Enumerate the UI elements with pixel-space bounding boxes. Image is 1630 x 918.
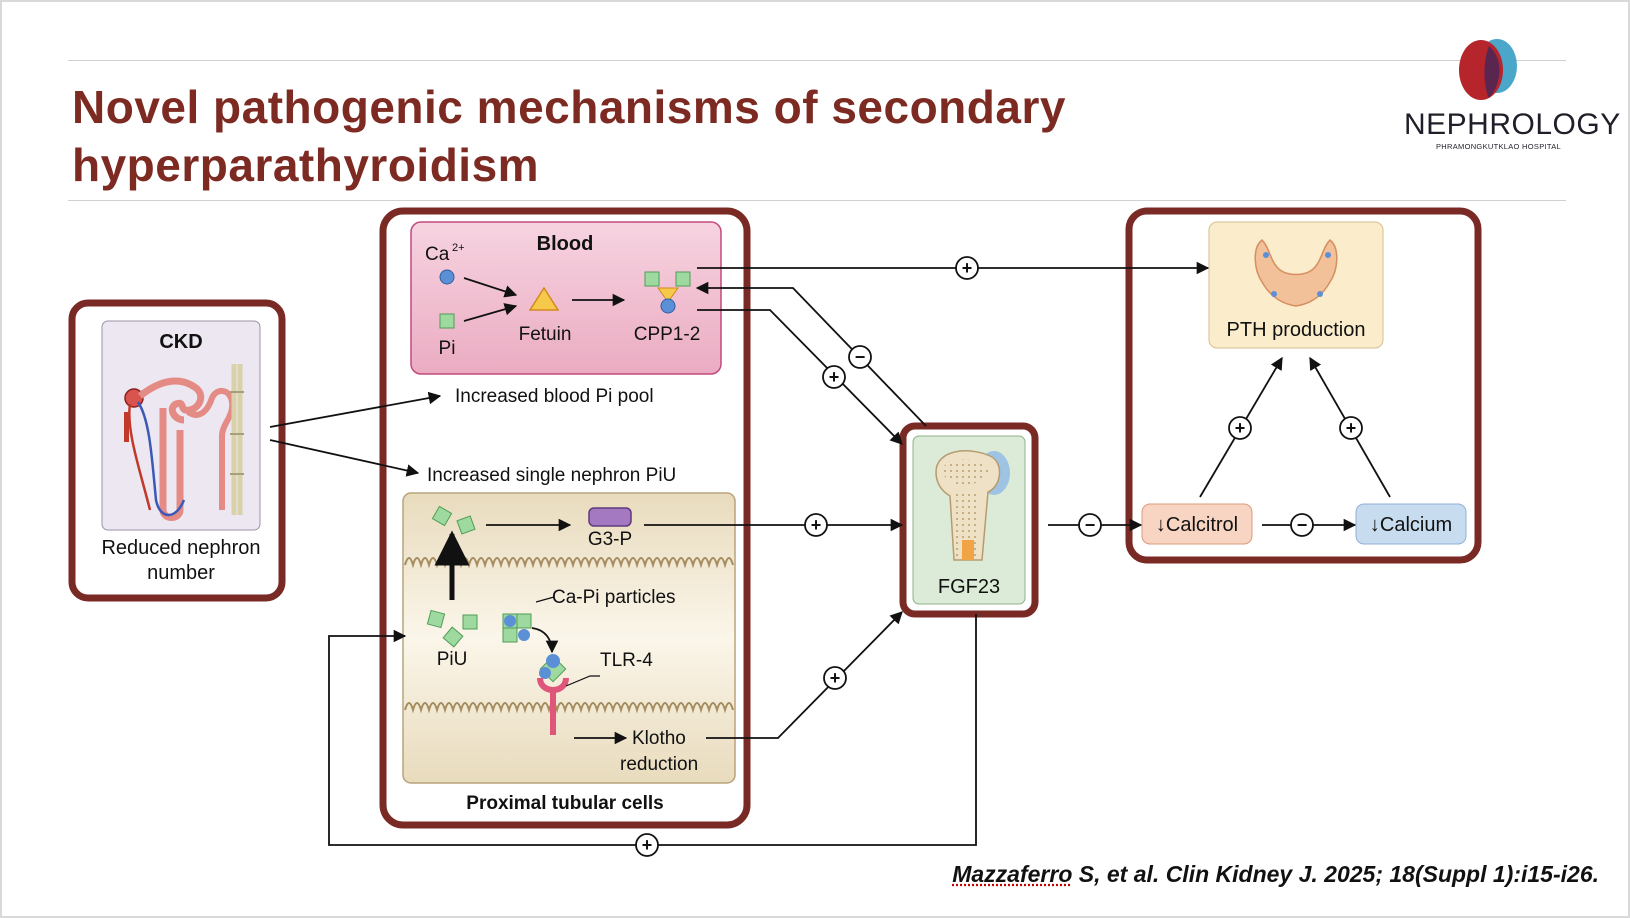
tlr4-leader (565, 675, 600, 687)
ca-pi-particle-icon (502, 613, 532, 643)
minus-sign-fgf23-cpp: − (848, 345, 872, 369)
tubule-footer: Proximal tubular cells (466, 793, 663, 814)
blood-panel (410, 221, 722, 375)
plus-sign-cpp-pth: + (955, 256, 979, 280)
ca-label: Ca (425, 244, 450, 265)
arrow-pi-to-fetuin (463, 303, 518, 322)
piu-cluster-icon (426, 609, 478, 648)
ca-charge: 2+ (452, 242, 465, 254)
svg-text:−: − (1085, 515, 1096, 535)
lower-brush-border (404, 702, 734, 714)
parathyroid-gland-icon (1254, 238, 1338, 307)
plus-sign-klotho-fgf23: + (823, 666, 847, 690)
plus-sign-calcium-pth: + (1339, 416, 1363, 440)
svg-text:−: − (855, 347, 866, 367)
citation-rest: S, et al. Clin Kidney J. 2025; 18(Suppl … (1072, 861, 1599, 887)
svg-text:+: + (1235, 418, 1246, 438)
citation-author: Mazzaferro (952, 861, 1073, 887)
arrow-cpp-to-fgf23 (697, 309, 903, 445)
svg-text:+: + (829, 367, 840, 387)
calcium-ion-icon (439, 269, 455, 285)
fetuin-icon (528, 286, 560, 311)
top-rule (68, 60, 1566, 61)
arrow-fgf23-to-piu (328, 614, 977, 846)
logo-subtitle: PHRAMONGKUTKLAO HOSPITAL (1436, 142, 1561, 151)
bone-icon (935, 450, 1010, 561)
citation: Mazzaferro S, et al. Clin Kidney J. 2025… (952, 861, 1599, 888)
klotho-label-line1: Klotho (632, 728, 686, 749)
phosphate-cluster-icon (431, 505, 476, 535)
ckd-caption-line1: Reduced nephron (101, 537, 260, 559)
logo-name: NEPHROLOGY (1404, 108, 1621, 141)
svg-text:+: + (1346, 418, 1357, 438)
plus-sign-fgf23-piu: + (635, 833, 659, 857)
svg-text:+: + (962, 258, 973, 278)
arrow-fgf23-to-cpp (695, 281, 927, 427)
calcitrol-label: ↓Calcitrol (1156, 514, 1238, 536)
cpp-icon (644, 271, 691, 314)
g3p-label: G3-P (588, 529, 632, 550)
pi-label: Pi (439, 338, 456, 359)
arrow-klotho-to-fgf23 (706, 611, 903, 739)
svg-text:+: + (830, 668, 841, 688)
svg-text:+: + (811, 515, 822, 535)
kidney-mechanism-frame (379, 207, 751, 829)
calcium-label: ↓Calcium (1370, 514, 1452, 536)
plus-sign-g3p-fgf23: + (804, 513, 828, 537)
minus-sign-calcitrol-calcium: − (1290, 513, 1314, 537)
arrow-ca-to-fetuin (463, 277, 518, 298)
arrow-ckd-to-blood-pi (269, 391, 442, 428)
ckd-header: CKD (159, 331, 202, 353)
piu-label: PiU (437, 649, 468, 670)
svg-text:+: + (642, 835, 653, 855)
parathyroid-frame (1125, 207, 1482, 564)
klotho-label-line2: reduction (620, 754, 698, 775)
capi-leader (535, 596, 555, 603)
capi-label: Ca-Pi particles (552, 587, 676, 608)
tlr4-receptor-icon (537, 654, 569, 735)
blood-header: Blood (537, 233, 594, 255)
arrow-capi-to-tlr4 (531, 627, 559, 654)
increased-blood-pi-label: Increased blood Pi pool (455, 386, 654, 407)
minus-sign-fgf23-calcitrol: − (1078, 513, 1102, 537)
nephron-icon (124, 364, 244, 521)
svg-text:−: − (1297, 515, 1308, 535)
arrow-ckd-to-single-nephron (269, 439, 420, 477)
phosphate-icon (439, 313, 455, 329)
fgf23-label: FGF23 (938, 576, 1000, 598)
fetuin-label: Fetuin (519, 324, 572, 345)
plus-sign-calcitrol-pth: + (1228, 416, 1252, 440)
cpp-label: CPP1-2 (634, 324, 701, 345)
tlr4-label: TLR-4 (600, 650, 653, 671)
nephrology-logo-icon (1459, 39, 1517, 100)
g3p-icon (588, 507, 632, 527)
pth-label: PTH production (1227, 319, 1366, 341)
title-rule (68, 200, 1566, 201)
plus-sign-cpp-fgf23: + (822, 365, 846, 389)
ckd-frame (68, 299, 286, 602)
increased-single-nephron-label: Increased single nephron PiU (427, 465, 676, 486)
ckd-caption-line2: number (147, 562, 215, 584)
slide-title: Novel pathogenic mechanisms of secondary… (72, 81, 1066, 191)
